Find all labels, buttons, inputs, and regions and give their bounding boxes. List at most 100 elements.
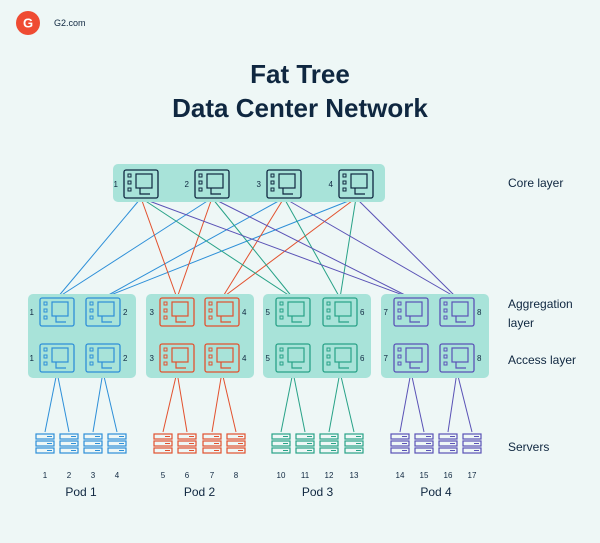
pod-4-label: Pod 4 bbox=[420, 485, 452, 499]
core-switch-1: 1 bbox=[114, 169, 159, 199]
pod-4-server-1-number: 14 bbox=[396, 471, 405, 480]
core-switch-4-screen bbox=[350, 173, 368, 189]
pod-2-agg-switch-2: 4 bbox=[204, 297, 247, 327]
pod-2-access-switch-2-stand bbox=[220, 362, 231, 369]
pod-4-server-3-unit bbox=[438, 440, 458, 447]
pod-4-server-2-number: 15 bbox=[420, 471, 429, 480]
pod-2-agg-switch-2-port bbox=[208, 315, 213, 320]
pod-2-access-switch-2-port bbox=[208, 354, 213, 359]
pod-1-agg-switch-1-port bbox=[43, 315, 48, 320]
pod-3-agg-switch-2-port bbox=[326, 301, 331, 306]
pod-4-agg-switch-2: 8 bbox=[439, 297, 482, 327]
pod-2-server-4-unit bbox=[226, 433, 246, 440]
panels bbox=[28, 164, 489, 378]
pod-1-agg-switch-2-port bbox=[89, 308, 94, 313]
pod-4-access-switch-1-port bbox=[397, 347, 402, 352]
aggregation-layer-label-2: layer bbox=[508, 316, 534, 330]
core-agg-link bbox=[140, 197, 294, 299]
core-agg-link bbox=[221, 197, 357, 299]
pod-2-access-switch-1: 3 bbox=[150, 343, 195, 373]
pod-1-server-3-unit bbox=[83, 433, 103, 440]
pod-2-access-switch-1-number: 3 bbox=[150, 354, 155, 363]
pod-2-server-3-number: 7 bbox=[210, 471, 215, 480]
access-server-link bbox=[292, 371, 306, 433]
core-agg-link bbox=[211, 197, 294, 299]
site-name: G2.com bbox=[54, 18, 86, 28]
pod-3-access-switch-2-port bbox=[326, 354, 331, 359]
access-server-link bbox=[92, 371, 104, 433]
pod-4-access-switch-1-stand bbox=[409, 362, 420, 369]
pod-2-server-1-unit bbox=[153, 433, 173, 440]
core-switch-1-port bbox=[127, 180, 132, 185]
pod-3-server-3-unit bbox=[319, 447, 339, 454]
core-switch-2-stand bbox=[210, 188, 221, 195]
core-switch-1-port bbox=[127, 173, 132, 178]
pod-1-server-1-unit bbox=[35, 440, 55, 447]
pod-3-server-3-number: 12 bbox=[325, 471, 334, 480]
pod-4-agg-switch-2-number: 8 bbox=[477, 308, 482, 317]
pod-4-server-3-unit bbox=[438, 433, 458, 440]
pod-1-access-switch-1-port bbox=[43, 354, 48, 359]
pod-1-access-switch-2-port bbox=[89, 361, 94, 366]
pod-2-access-switch-2-number: 4 bbox=[242, 354, 247, 363]
pod-1-access-switch-1-port bbox=[43, 361, 48, 366]
pod-4-access-switch-2-number: 8 bbox=[477, 354, 482, 363]
pod-4-server-4-unit bbox=[462, 440, 482, 447]
pod-1-server-3-number: 3 bbox=[91, 471, 96, 480]
pod-3-server-1-unit bbox=[271, 447, 291, 454]
pod-2-server-1 bbox=[153, 433, 173, 454]
pod-3-server-1-unit bbox=[271, 440, 291, 447]
pod-2-server-1-unit bbox=[153, 447, 173, 454]
core-agg-link bbox=[140, 197, 412, 299]
pod-3-server-4-number: 13 bbox=[350, 471, 359, 480]
pod-3-server-4-unit bbox=[344, 447, 364, 454]
pod-3-agg-switch-1-frame bbox=[275, 297, 311, 327]
pod-4-server-1-unit bbox=[390, 447, 410, 454]
pod-4-access-switch-2-stand bbox=[455, 362, 466, 369]
core-switch-3-port bbox=[270, 173, 275, 178]
core-panel bbox=[113, 164, 385, 202]
pod-1-access-switch-1-port bbox=[43, 347, 48, 352]
pod-4-agg-switch-1-number: 7 bbox=[384, 308, 389, 317]
pod-1-server-4 bbox=[107, 433, 127, 454]
pod-3-access-switch-2-stand bbox=[338, 362, 349, 369]
core-switch-4-port bbox=[342, 180, 347, 185]
access-server-link bbox=[211, 371, 223, 433]
pod-4-agg-switch-2-port bbox=[443, 308, 448, 313]
pod-1-server-2-unit bbox=[59, 447, 79, 454]
pod-1-agg-switch-2: 2 bbox=[85, 297, 128, 327]
access-server-link bbox=[56, 371, 70, 433]
pod-2-server-4-number: 8 bbox=[234, 471, 239, 480]
pod-1-server-1-unit bbox=[35, 447, 55, 454]
pod-1-agg-switch-2-port bbox=[89, 301, 94, 306]
core-switch-2: 2 bbox=[185, 169, 230, 199]
links bbox=[44, 197, 473, 433]
pod-4-access-switch-1-number: 7 bbox=[384, 354, 389, 363]
core-switch-1-port bbox=[127, 187, 132, 192]
pod-1-agg-switch-1: 1 bbox=[30, 297, 75, 327]
core-agg-link bbox=[140, 197, 178, 299]
pod-1-server-3-unit bbox=[83, 440, 103, 447]
pod-3-agg-switch-1-port bbox=[279, 315, 284, 320]
pod-1-server-4-unit bbox=[107, 447, 127, 454]
pod-4-agg-switch-2-frame bbox=[439, 297, 475, 327]
pod-3-server-4 bbox=[344, 433, 364, 454]
pod-1-agg-switch-1-stand bbox=[55, 316, 66, 323]
core-agg-link bbox=[339, 197, 357, 299]
pod-2-server-2-unit bbox=[177, 433, 197, 440]
pod-1-access-switch-1-number: 1 bbox=[30, 354, 35, 363]
core-agg-link bbox=[102, 197, 285, 299]
core-switch-2-screen bbox=[206, 173, 224, 189]
pod-3-access-switch-1-number: 5 bbox=[266, 354, 271, 363]
core-agg-link bbox=[102, 197, 357, 299]
pod-2-access-switch-1-frame bbox=[159, 343, 195, 373]
pod-2-agg-switch-1: 3 bbox=[150, 297, 195, 327]
pod-3-agg-switch-1-port bbox=[279, 308, 284, 313]
pod-3-server-4-unit bbox=[344, 440, 364, 447]
pod-4-agg-switch-1-stand bbox=[409, 316, 420, 323]
pod-2-agg-switch-1-frame bbox=[159, 297, 195, 327]
core-switch-4-port bbox=[342, 173, 347, 178]
pod-2-access-switch-2-frame bbox=[204, 343, 240, 373]
access-server-link bbox=[44, 371, 58, 433]
pod-1-server-2-number: 2 bbox=[67, 471, 72, 480]
